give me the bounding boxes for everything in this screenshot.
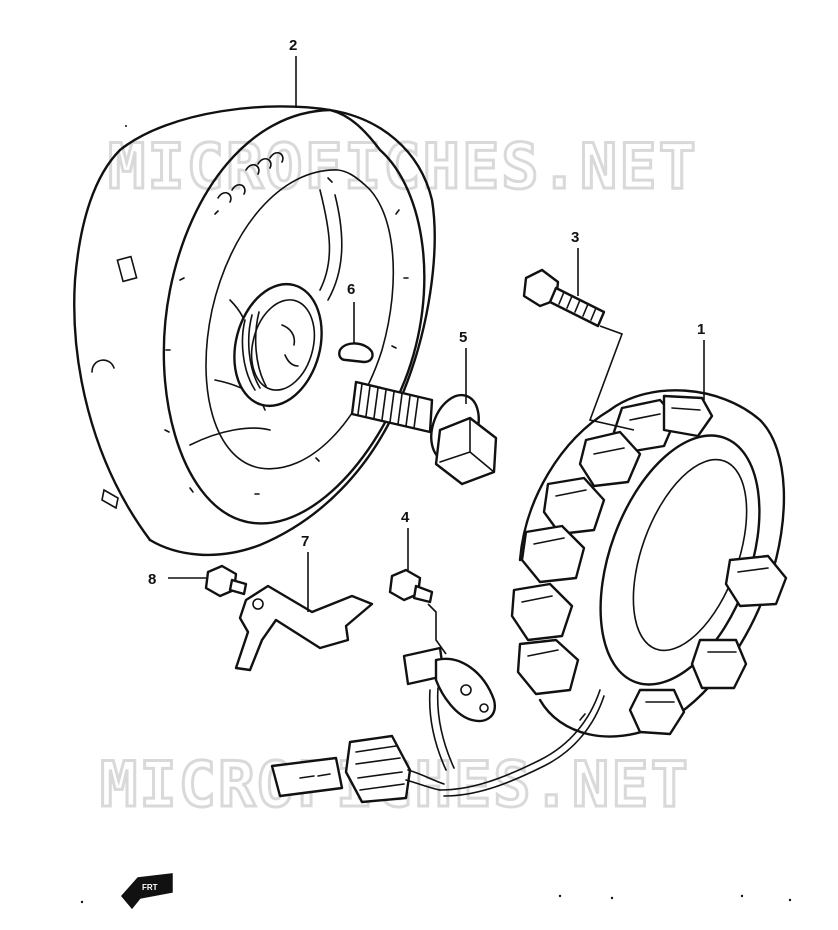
stator-coil[interactable] (510, 389, 790, 738)
watermark-top: MICROFICHES.NET (108, 130, 698, 203)
woodruff-key[interactable] (338, 342, 374, 364)
callout-5: 5 (459, 329, 467, 346)
pickup-coil[interactable] (402, 646, 496, 771)
stator-bolt[interactable] (522, 268, 606, 328)
callout-3: 3 (571, 229, 579, 246)
callout-4: 4 (401, 509, 410, 526)
callout-6: 6 (347, 281, 355, 298)
leader-lines (168, 56, 705, 655)
scan-specks (80, 125, 792, 904)
pickup-screw[interactable] (388, 568, 434, 604)
wire-harness[interactable] (270, 689, 605, 804)
wire-clamp-bracket[interactable] (234, 584, 374, 672)
callout-1: 1 (697, 321, 705, 338)
clamp-screw[interactable] (204, 564, 248, 598)
callout-7: 7 (301, 533, 309, 550)
callout-2: 2 (289, 37, 297, 54)
front-arrow-label: FRT (142, 883, 158, 892)
flywheel-bolt[interactable] (350, 380, 498, 486)
front-direction-arrow: FRT (121, 873, 173, 910)
flywheel-rotor[interactable] (73, 105, 436, 557)
callout-8: 8 (148, 571, 156, 588)
